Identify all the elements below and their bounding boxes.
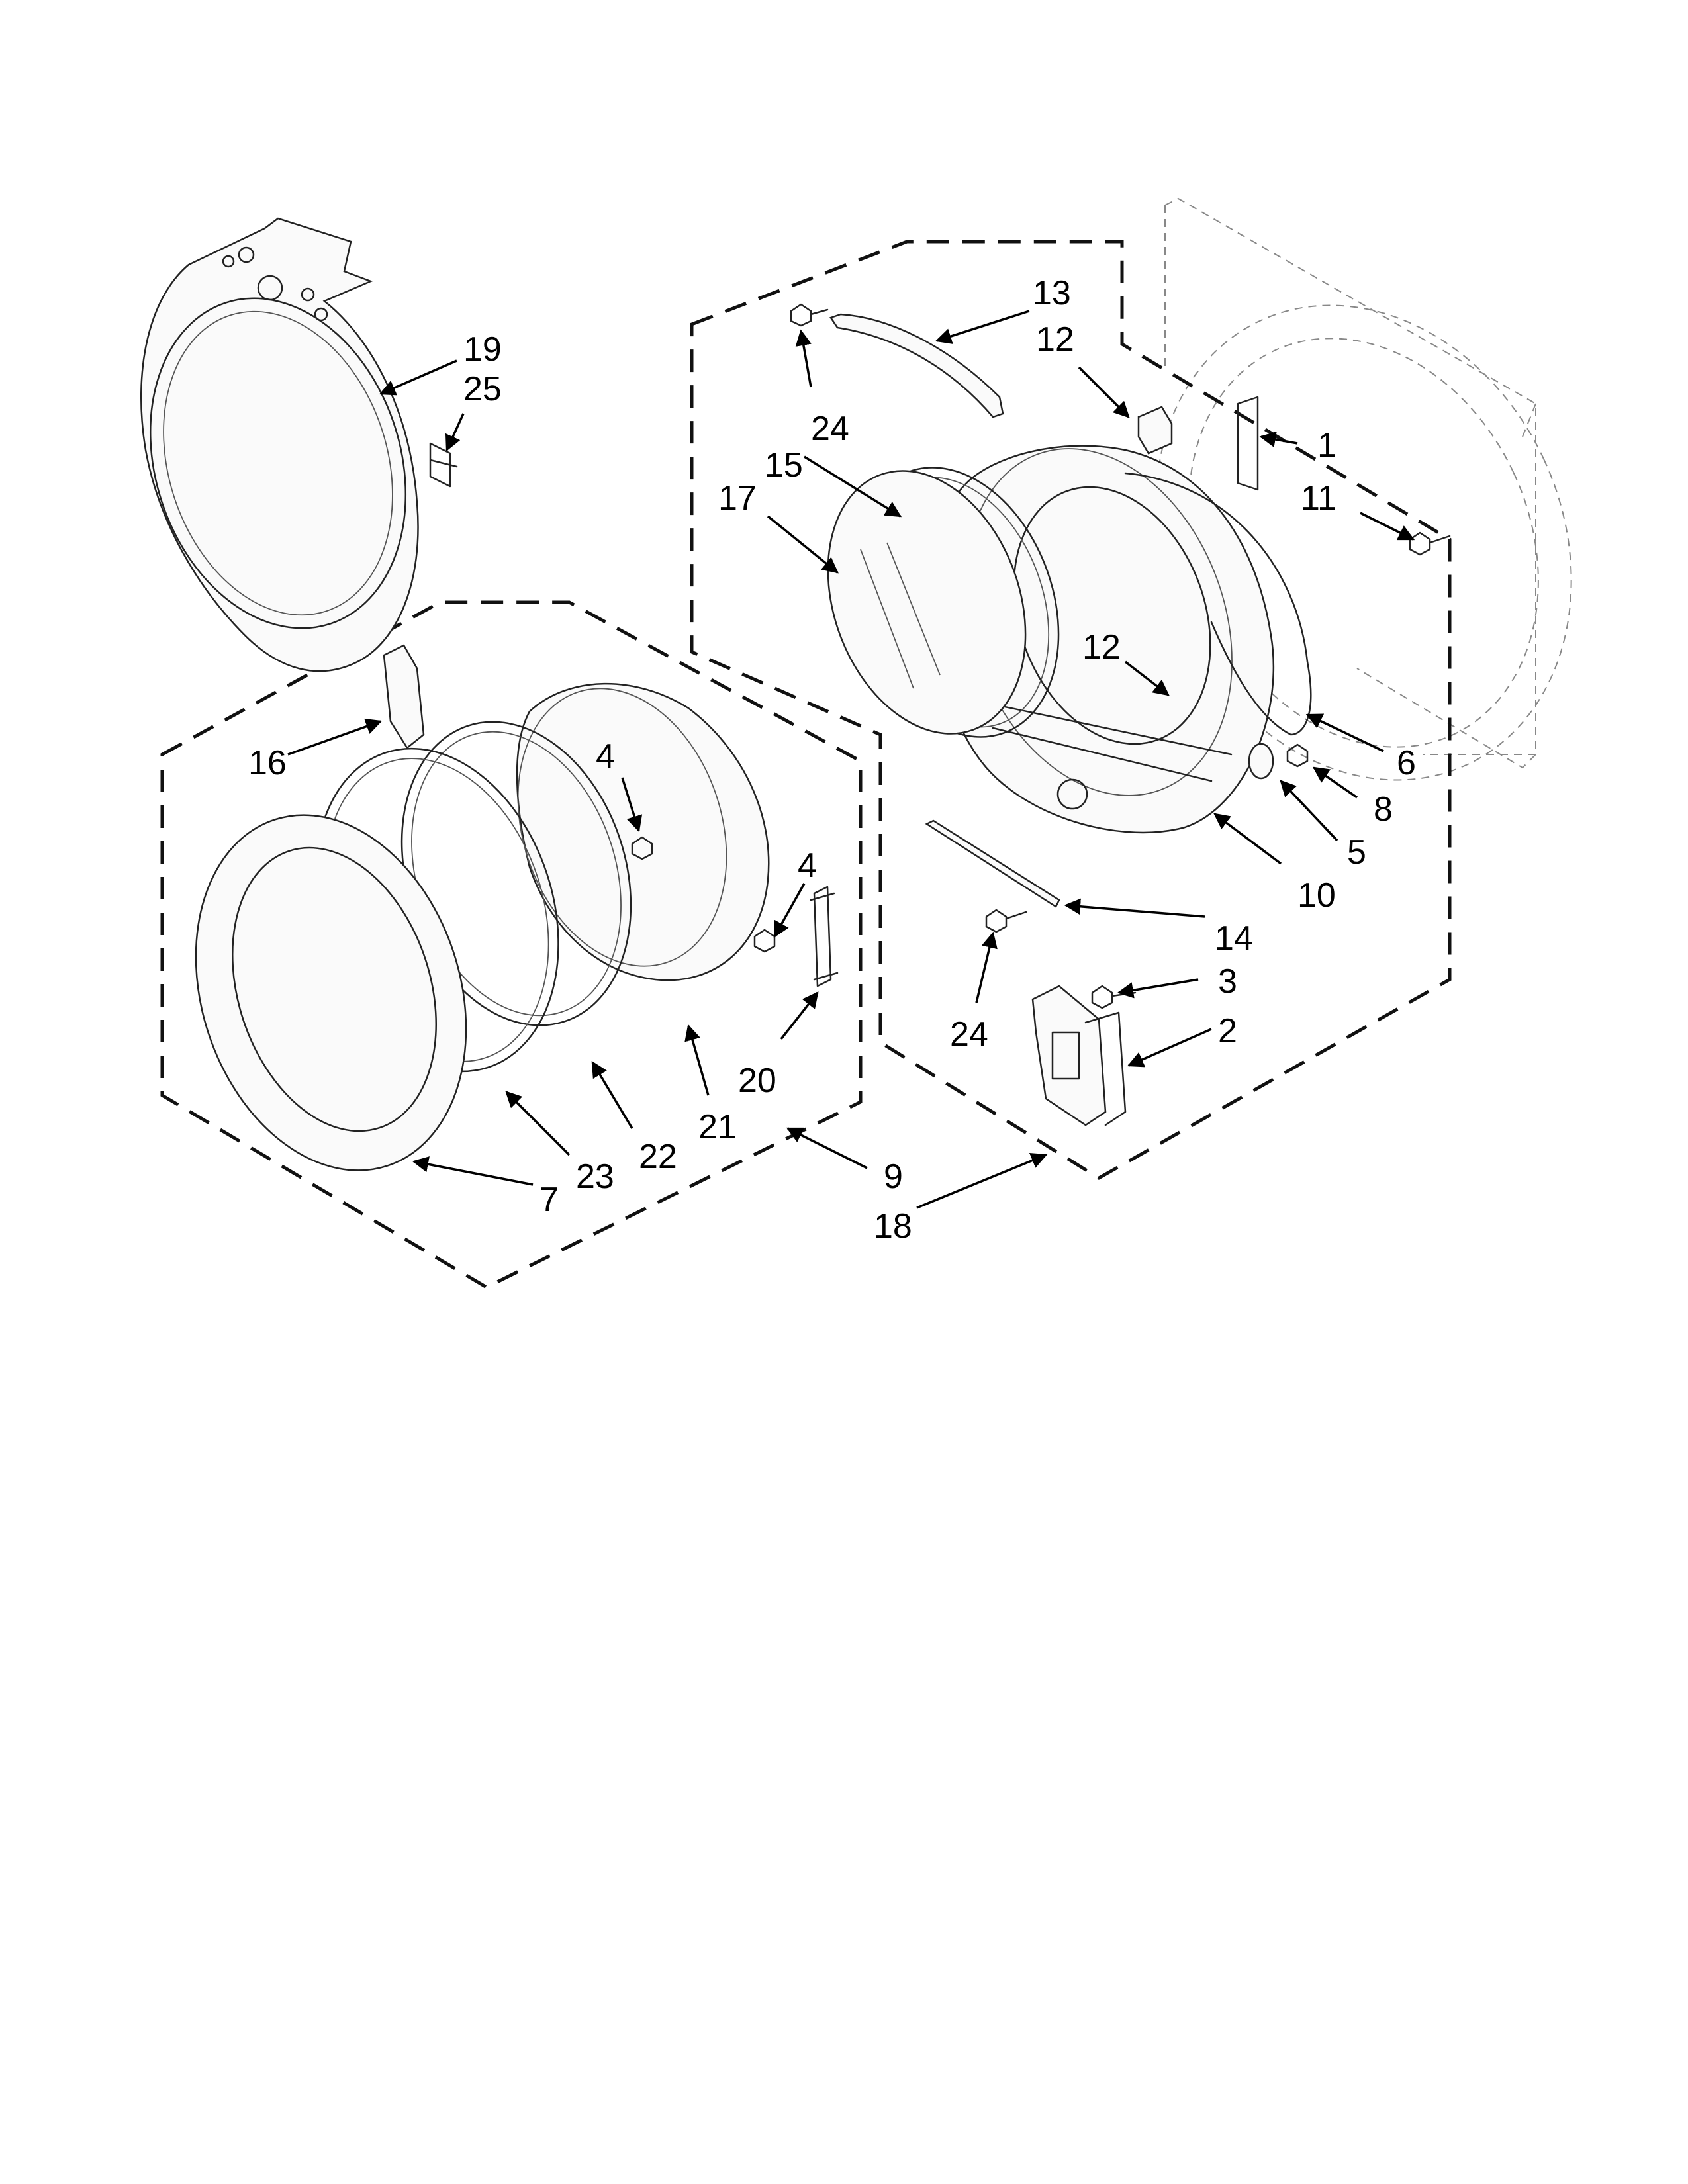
- callout-11: 11: [1301, 479, 1336, 518]
- callout-21: 21: [698, 1108, 737, 1146]
- part-1-bracket: [1237, 396, 1259, 491]
- part-12-clip-top: [1137, 406, 1173, 455]
- part-25-clip: [429, 442, 458, 488]
- leader-arrows: [287, 310, 1415, 1209]
- callout-19: 19: [463, 330, 502, 369]
- front-panel-group-outline: [690, 240, 1452, 1180]
- callout-15: 15: [765, 446, 803, 484]
- callout-23: 23: [576, 1158, 614, 1196]
- callout-12-bottom: 12: [1082, 628, 1121, 666]
- callout-17: 17: [718, 479, 757, 518]
- callout-13: 13: [1033, 274, 1071, 312]
- callout-1: 1: [1317, 426, 1336, 465]
- part-16-hinge-cover: [383, 644, 425, 749]
- callout-7: 7: [539, 1181, 559, 1219]
- callout-2: 2: [1218, 1012, 1237, 1050]
- part-24-screw-top: [790, 303, 829, 327]
- callout-4-lower: 4: [798, 846, 817, 885]
- callout-14: 14: [1215, 919, 1253, 958]
- part-7-outer-door: [195, 814, 467, 1171]
- part-8-screw: [1286, 743, 1309, 768]
- callout-22: 22: [639, 1138, 677, 1176]
- part-5-washer: [1248, 743, 1274, 780]
- part-3-screw: [1091, 985, 1137, 1009]
- part-14-strip: [925, 819, 1060, 908]
- callout-16: 16: [248, 744, 287, 782]
- callout-5: 5: [1347, 833, 1366, 872]
- part-11-screw: [1409, 531, 1451, 556]
- part-6-seal: [1124, 472, 1312, 736]
- part-13-top-strip: [829, 313, 1004, 418]
- callout-20: 20: [738, 1062, 776, 1100]
- part-24-screw-bottom: [985, 909, 1027, 933]
- part-21-inner-door: [516, 682, 770, 981]
- callout-18: 18: [874, 1207, 912, 1246]
- part-4-screw-lower: [753, 929, 776, 953]
- part-17-window: [827, 470, 1027, 735]
- callout-10: 10: [1297, 876, 1336, 915]
- callout-24-bottom: 24: [950, 1015, 988, 1054]
- part-19-front-bulkhead: [140, 217, 419, 672]
- callout-12-top: 12: [1036, 320, 1074, 359]
- part-2-hinge: [1031, 985, 1127, 1126]
- callout-6: 6: [1397, 744, 1416, 782]
- callout-8: 8: [1374, 790, 1393, 829]
- part-4-screw-upper: [631, 836, 653, 860]
- callout-3: 3: [1218, 962, 1237, 1001]
- part-20-latch-bracket: [810, 886, 839, 987]
- callout-24-top: 24: [811, 410, 849, 448]
- door-assembly-group-outline: [160, 600, 863, 1289]
- callout-4-upper: 4: [596, 737, 615, 776]
- callout-9: 9: [884, 1158, 903, 1196]
- callout-25: 25: [463, 370, 502, 408]
- callout-labels: 19 25 13 12 24 1 15 17 11 12 16 4 6 8 5 …: [248, 274, 1416, 1246]
